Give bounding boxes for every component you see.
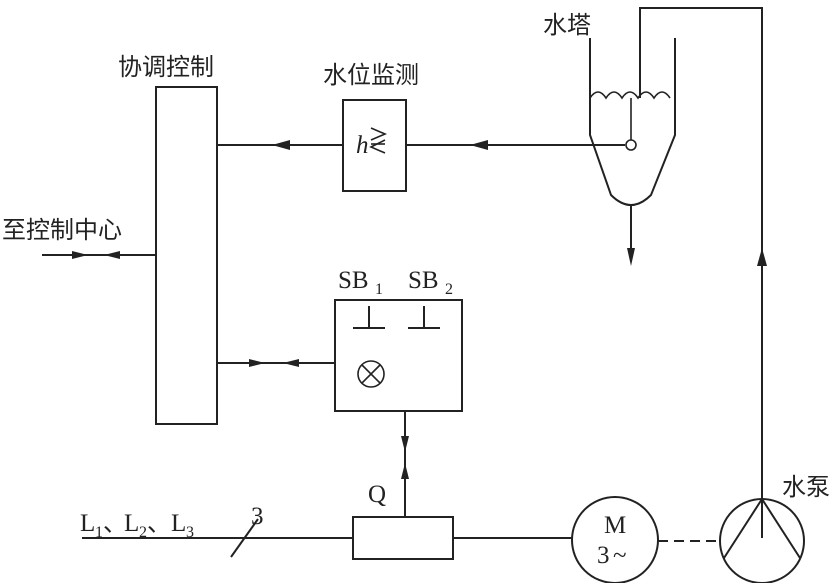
- pump-vane-left: [723, 498, 763, 559]
- water-tower-label: 水塔: [543, 11, 591, 39]
- contactor-q-block: [352, 516, 454, 560]
- coordination-control-label: 协调控制: [118, 53, 214, 81]
- tower-outlet-arrow: [627, 248, 635, 266]
- motor-icon: [571, 496, 659, 583]
- control-panel-block: [334, 299, 463, 412]
- contactor-label: Q: [368, 481, 386, 508]
- pump-riser-pipe: [639, 7, 763, 538]
- tower-to-monitor-arrow: [470, 140, 488, 150]
- greater-than-symbol: [370, 127, 388, 141]
- line-l1-subscript: 1: [95, 524, 103, 541]
- line-l1-label: L: [80, 510, 95, 537]
- three-phase-slash: [230, 518, 259, 558]
- lamp-cross-2: [361, 364, 381, 384]
- sb1-subscript: 1: [375, 281, 383, 298]
- sb1-label: SB: [338, 267, 369, 294]
- indicator-lamp-icon: [357, 360, 385, 388]
- sb2-subscript: 2: [445, 281, 453, 298]
- pump-vane-right: [761, 498, 801, 559]
- line-l2-label: L: [124, 510, 139, 537]
- coordination-control-block: [155, 86, 218, 425]
- control-center-in-arrow: [104, 251, 120, 259]
- sb2-label: SB: [408, 267, 439, 294]
- line-l3-subscript: 3: [186, 524, 194, 541]
- water-tower-body: [589, 38, 676, 206]
- riser-up-arrow: [757, 248, 767, 266]
- water-pump-label: 水泵: [782, 473, 830, 501]
- motor-phase: 3: [597, 542, 610, 569]
- line-separator-1: 、: [103, 509, 127, 537]
- level-symbol: h: [356, 132, 369, 159]
- monitor-to-control-arrow: [272, 140, 290, 150]
- motor-ac-symbol: ~: [613, 542, 627, 569]
- phase-count-label: 3: [251, 503, 264, 530]
- water-level-monitor-label: 水位监测: [323, 61, 419, 89]
- less-than-symbol: [369, 139, 386, 154]
- control-to-panel-arrow: [283, 359, 299, 367]
- contactor-to-panel-arrow: [401, 463, 409, 479]
- motor-letter: M: [604, 512, 626, 539]
- to-control-center-label: 至控制中心: [2, 216, 122, 244]
- control-center-out-arrow: [72, 251, 88, 259]
- line-l2-subscript: 2: [139, 524, 147, 541]
- line-l3-label: L: [171, 510, 186, 537]
- line-separator-2: 、: [147, 509, 171, 537]
- panel-to-contactor-arrow: [401, 436, 409, 452]
- panel-to-control-arrow: [249, 359, 265, 367]
- water-surface: [589, 91, 671, 100]
- level-float-sensor: [625, 139, 637, 151]
